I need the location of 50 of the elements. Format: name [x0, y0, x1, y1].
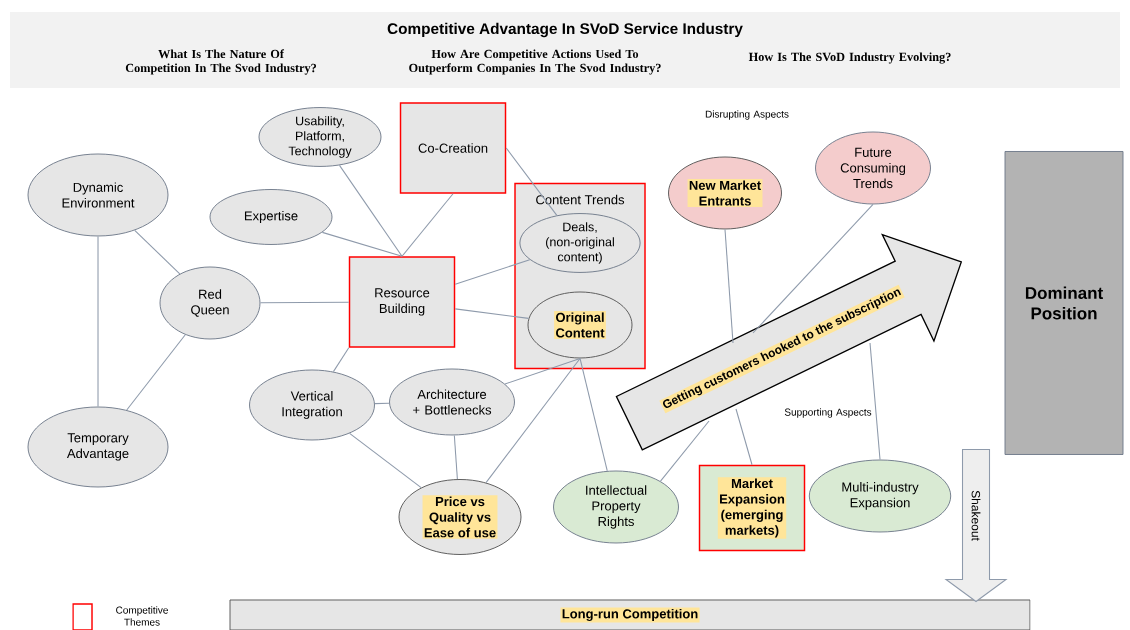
- connector-line: [259, 301, 350, 304]
- oval-node: Dynamic Environment: [27, 153, 169, 237]
- oval-node: Original Content: [527, 291, 633, 359]
- connector-line: [454, 259, 531, 285]
- connector-line: [869, 342, 881, 461]
- connector-line: [752, 203, 874, 334]
- connector-line: [374, 402, 390, 405]
- connector-line: [453, 434, 458, 480]
- oval-node: Architecture + Bottlenecks: [389, 368, 515, 436]
- connector-line: [504, 357, 581, 385]
- connector-line: [349, 432, 422, 489]
- theme-box: Co-Creation: [399, 102, 507, 194]
- theme-box: Resource Building: [348, 256, 456, 348]
- oval-node: Intellectual Property Rights: [553, 470, 679, 544]
- oval-node: Vertical Integration: [249, 369, 375, 441]
- connector-line: [485, 357, 581, 484]
- block-arrow: [944, 449, 1008, 603]
- connector-line: [401, 193, 454, 257]
- connector-line: [97, 235, 99, 408]
- oval-node: Multi-industry Expansion: [808, 459, 952, 533]
- question-heading: What Is The Nature Of Competition In The Svod Industry?: [125, 49, 317, 75]
- oval-node: New Market Entrants: [668, 156, 782, 230]
- connector-line: [660, 420, 710, 482]
- connector-line: [454, 308, 530, 319]
- question-heading: How Are Competitive Actions Used To Outperform Companies In The Svod Industry?: [409, 49, 661, 75]
- connector-line: [735, 408, 753, 466]
- connector-line: [579, 357, 608, 472]
- section-label: Supporting Aspects: [784, 408, 872, 418]
- competition-band: Long-run Competition: [229, 599, 1031, 630]
- oval-node: Temporary Advantage: [27, 406, 169, 488]
- oval-node: Red Queen: [159, 266, 261, 340]
- connector-line: [339, 164, 403, 257]
- oval-node: Deals, (non-original content): [519, 213, 641, 273]
- oval-node: Expertise: [209, 189, 333, 245]
- section-label: Disrupting Aspects: [705, 110, 789, 120]
- oval-node: Usability, Platform, Technology: [258, 107, 382, 167]
- edge-label: Shakeout: [971, 490, 981, 541]
- oval-node: Price vs Quality vs Ease of use: [398, 479, 522, 555]
- connector-line: [134, 229, 181, 275]
- position-box: Dominant Position: [1004, 151, 1124, 455]
- connector-line: [126, 334, 186, 411]
- connector-line: [505, 147, 558, 216]
- question-heading: How Is The SVoD Industry Evolving?: [748, 52, 951, 64]
- theme-box: Market Expansion (emerging markets): [698, 464, 806, 552]
- oval-node: Future Consuming Trends: [815, 131, 931, 205]
- title: Competitive Advantage In SVoD Service Industry: [387, 22, 743, 38]
- connector-line: [321, 231, 403, 257]
- connector-line: [724, 228, 734, 344]
- legend-label: Competitive Themes: [116, 606, 168, 626]
- connector-line: [332, 347, 350, 373]
